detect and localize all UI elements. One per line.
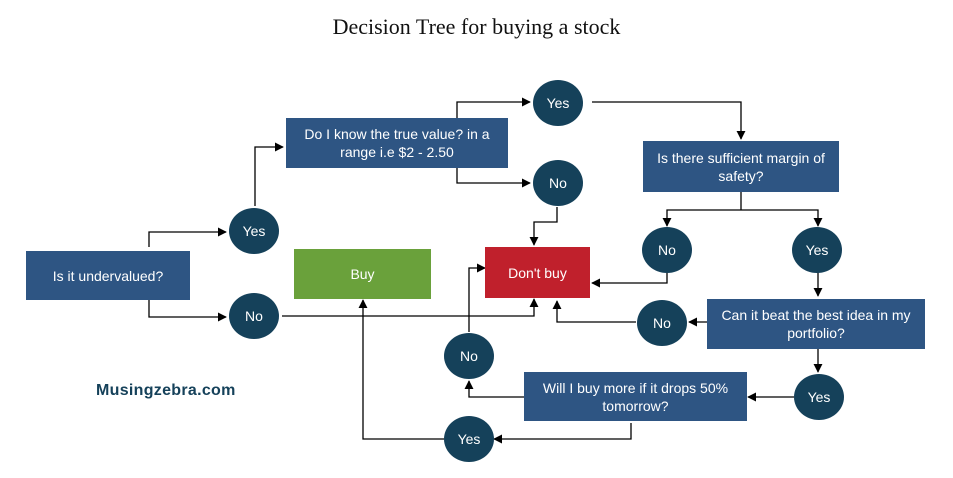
node-buy-more-if-drops: Will I buy more if it drops 50% tomorrow… [524, 372, 747, 421]
node-margin-of-safety: Is there sufficient margin of safety? [643, 141, 839, 192]
page-title: Decision Tree for buying a stock [332, 14, 621, 39]
answer-yes-margin: Yes [792, 227, 842, 273]
answer-yes-best-idea: Yes [794, 374, 844, 420]
arrow-buy-more-to-yes [493, 423, 632, 444]
answer-no-best-idea: No [637, 300, 687, 346]
arrow-margin-to-no [662, 209, 741, 227]
arrow-true-value-to-no [456, 168, 531, 188]
answer-no-buy-more: No [444, 333, 494, 379]
node-beat-best-idea: Can it beat the best idea in my portfoli… [707, 299, 925, 349]
node-true-value: Do I know the true value? in a range i.e… [286, 118, 508, 168]
node-is-it-undervalued: Is it undervalued? [26, 251, 190, 300]
arrow-no-margin-to-dont-buy [591, 272, 668, 288]
arrow-no-best-idea-to-dont-buy [552, 300, 636, 323]
node-dont-buy: Don't buy [485, 247, 590, 298]
arrow-undervalued-to-yes [148, 227, 227, 247]
answer-no-true-value: No [533, 160, 583, 206]
arrow-margin-to-yes [741, 209, 823, 227]
answer-no-margin: No [642, 227, 692, 273]
arrow-buy-more-to-no [464, 380, 524, 398]
arrow-yes-top-to-margin [592, 101, 746, 140]
arrow-yes-to-true-value [254, 142, 284, 206]
answer-yes-buy-more: Yes [444, 416, 494, 462]
brand-watermark: Musingzebra.com [96, 382, 236, 399]
arrow-undervalued-to-no [148, 300, 227, 322]
answer-yes-undervalued: Yes [229, 208, 279, 254]
answer-no-undervalued: No [229, 293, 279, 339]
node-buy: Buy [294, 249, 431, 299]
answer-yes-true-value: Yes [533, 80, 583, 126]
arrow-yes-bottom-to-buy [358, 299, 444, 440]
arrow-no-buy-more-to-dont-buy [468, 263, 486, 332]
arrow-true-value-to-yes [456, 97, 531, 118]
arrow-no-to-dont-buy [282, 298, 539, 317]
arrow-no-top-to-dont-buy [529, 207, 558, 246]
